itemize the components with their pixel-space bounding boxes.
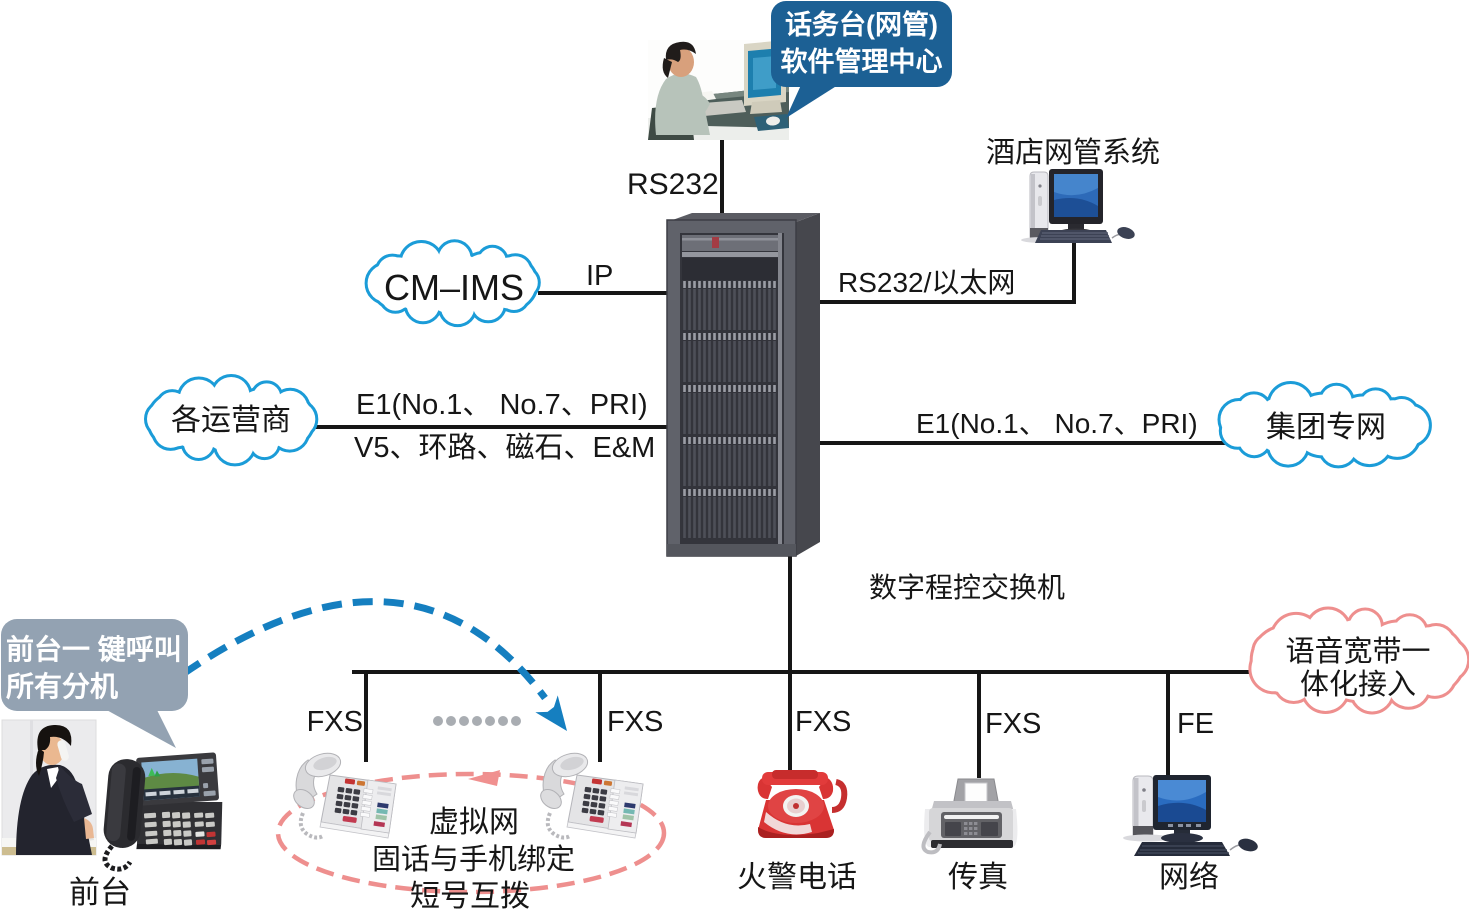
fire-phone-label: 火警电话 — [737, 861, 857, 894]
pbx-rack-icon — [666, 213, 820, 557]
handset-icon — [103, 759, 146, 848]
fax-machine-icon — [921, 778, 1018, 855]
cloud-voice — [1248, 606, 1469, 715]
voice-broadband-label: 语音宽带一 体化接入 — [1258, 636, 1458, 702]
network-label: 网络 — [1159, 861, 1219, 894]
connector-lines — [314, 140, 1254, 778]
e1-right-label: E1(No.1、 No.7、PRI) — [916, 408, 1198, 439]
fxs1-label: FXS — [306, 706, 363, 738]
front-desk-phone-icon — [102, 752, 223, 872]
network-pc-icon — [1123, 775, 1258, 856]
switch-label: 数字程控交换机 — [869, 572, 1066, 603]
mouse-icon — [766, 116, 780, 126]
ip-label: IP — [586, 260, 614, 292]
rs232-label: RS232 — [627, 168, 719, 201]
front-desk-callout-line2: 所有分机 — [6, 671, 119, 702]
e1-left-top-label: E1(No.1、 No.7、PRI) — [356, 389, 648, 421]
console-callout-bubble — [771, 1, 952, 118]
front-desk-callout-text: 前台一 键呼叫 所有分机 — [6, 631, 182, 705]
voice-broadband-line1: 语音宽带一 — [1285, 636, 1431, 668]
virtual-net-line1: 固话与手机绑定 — [372, 844, 576, 876]
voice-broadband-line2: 体化接入 — [1299, 669, 1416, 701]
arrowhead-right-icon — [535, 695, 567, 731]
hotel-pc-icon — [1021, 169, 1135, 243]
fax-label: 传真 — [948, 861, 1008, 894]
fxs-phone-1-icon — [288, 747, 398, 840]
virtual-net-arrow-icon — [468, 770, 500, 786]
fxs2-label: FXS — [607, 706, 664, 738]
rs232-ethernet-label: RS232/以太网 — [838, 267, 1016, 298]
cm-ims-label: CM–IMS — [383, 267, 524, 308]
extension-ellipsis-dots — [433, 716, 521, 726]
operator-person-icon — [648, 41, 710, 140]
link-rs232-eth-line — [794, 240, 1076, 304]
network-pc-mouse-icon — [1238, 838, 1258, 852]
fxs-phone-2-icon — [535, 747, 645, 840]
cloud-group-network — [1217, 381, 1432, 469]
e1-left-bottom-label: V5、环路、磁石、E&M — [354, 432, 656, 464]
operator-console-photo — [648, 40, 789, 140]
console-callout-line1: 话务台(网管) — [785, 10, 938, 40]
rack-card-shelves — [682, 280, 782, 540]
fxs3-label: FXS — [795, 706, 852, 738]
cloud-cm-ims — [364, 239, 541, 328]
fxs4-label: FXS — [985, 708, 1042, 740]
fe-label: FE — [1177, 708, 1215, 740]
hotel-pc-mouse-icon — [1117, 227, 1135, 239]
virtual-net-title: 虚拟网 — [429, 806, 519, 839]
front-desk-label: 前台 — [69, 875, 131, 910]
receptionist-photo — [1, 719, 97, 856]
front-desk-callout-bubble — [1, 619, 188, 748]
cloud-operators — [144, 374, 319, 467]
fire-phone-icon — [757, 770, 848, 838]
virtual-net-line2: 短号互拨 — [410, 880, 530, 913]
group-network-label: 集团专网 — [1266, 411, 1386, 444]
receptionist-person-icon — [16, 724, 94, 855]
hotel-nms-label: 酒店网管系统 — [986, 137, 1161, 169]
console-callout-text: 话务台(网管) 软件管理中心 — [771, 7, 952, 81]
console-callout-line2: 软件管理中心 — [780, 47, 943, 77]
front-desk-callout-line1: 前台一 键呼叫 — [6, 634, 182, 665]
virtual-net-ellipse — [275, 770, 667, 895]
operators-label: 各运营商 — [171, 404, 291, 437]
